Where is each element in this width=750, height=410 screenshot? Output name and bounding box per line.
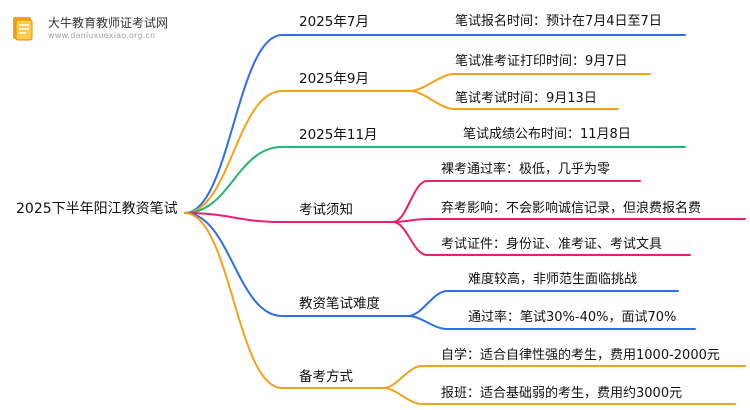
branch-5-leaf-1: 报班：适合基础弱的考生，费用约3000元	[441, 386, 683, 401]
branch-4-leaf-1: 通过率：笔试30%-40%，面试70%	[468, 310, 677, 325]
logo-name: 大牛教育教师证考试网	[48, 16, 169, 30]
branch-4-leaf-0: 难度较高，非师范生面临挑战	[468, 272, 638, 287]
branch-0-leaf-0: 笔试报名时间：预计在7月4日至7日	[455, 14, 662, 29]
branch-5-connector	[184, 212, 384, 389]
branch-2-label: 2025年11月	[299, 127, 378, 143]
branch-1-leaf-0: 笔试准考证打印时间：9月7日	[455, 54, 628, 69]
branch-4-leaf-1-connector	[407, 315, 696, 330]
branch-5-leaf-0: 自学：适合自律性强的考生，费用1000-2000元	[441, 348, 720, 363]
branch-3-leaf-2-connector	[392, 221, 691, 256]
logo: 大牛教育教师证考试网 www.daniuxuexiao.org.cn	[8, 10, 208, 50]
branch-0-connector	[184, 34, 411, 214]
branch-5-leaf-0-connector	[382, 365, 746, 389]
branch-2-connector	[184, 146, 421, 214]
branch-5-label: 备考方式	[299, 369, 353, 385]
branch-4-leaf-0-connector	[407, 290, 679, 317]
branch-0-label: 2025年7月	[299, 14, 369, 30]
branch-3-leaf-1: 弃考影响：不会影响诚信记录，但浪费报名费	[441, 201, 702, 216]
branch-1-leaf-0-connector	[409, 73, 651, 92]
branch-5-leaf-1-connector	[382, 387, 736, 405]
branch-3-leaf-2: 考试证件：身份证、准考证、考试文具	[441, 237, 663, 252]
branch-1-label: 2025年9月	[299, 71, 369, 87]
book-logo-icon	[13, 17, 33, 41]
branch-1-leaf-1-connector	[409, 90, 619, 110]
branch-4-label: 教资笔试难度	[299, 296, 380, 312]
branch-3-leaf-0-connector	[392, 180, 641, 223]
branch-4-connector	[184, 212, 409, 317]
branch-2-leaf-0: 笔试成绩公布时间：11月8日	[463, 127, 631, 142]
branch-3-leaf-0: 裸考通过率：极低，几乎为零	[441, 162, 611, 177]
branch-3-connector	[184, 212, 394, 223]
branch-1-leaf-1: 笔试考试时间：9月13日	[455, 91, 597, 106]
branch-3-label: 考试须知	[299, 202, 353, 218]
logo-url: www.daniuxuexiao.org.cn	[48, 31, 156, 40]
branch-1-connector	[184, 90, 411, 214]
branch-3-leaf-1-connector	[392, 218, 746, 223]
root-topic: 2025下半年阳江教资笔试	[16, 201, 178, 217]
